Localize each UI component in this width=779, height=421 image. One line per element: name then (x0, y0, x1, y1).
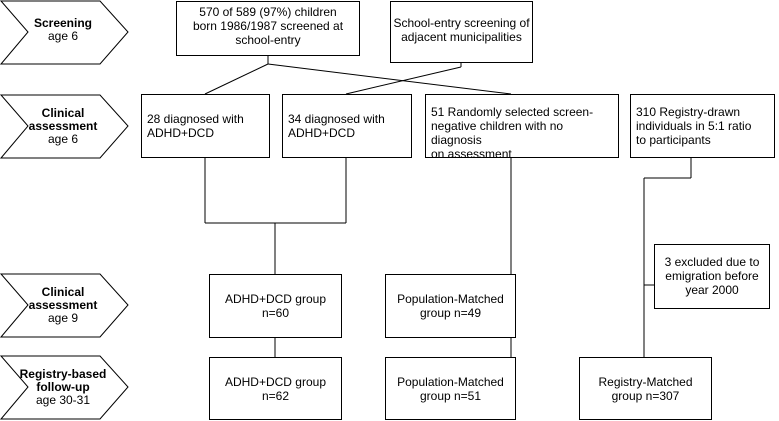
box-text: 3 excluded due to (664, 255, 760, 269)
box-registry-310: 310 Registry-drawn individuals in 5:1 ra… (630, 94, 775, 158)
stage-age: age 30-31 (35, 393, 91, 407)
box-adjacent-screening: School-entry screening of adjacent munic… (390, 1, 533, 63)
box-text: negative children with no diagnosis (431, 119, 564, 147)
stage-title: Screening (33, 16, 93, 30)
stage-title: Clinical (41, 106, 85, 120)
stage-arrow-clinical-6 (0, 94, 129, 159)
stage-age: age 6 (47, 29, 79, 43)
box-text: 28 diagnosed with (147, 112, 244, 126)
stage-label-screening: Screening age 6 (16, 17, 110, 43)
box-text: Population-Matched (397, 375, 504, 389)
box-text: school-entry (235, 33, 301, 47)
box-registry-matched-followup: Registry-Matched group n=307 (579, 357, 712, 420)
box-text: year 2000 (685, 283, 739, 297)
stage-arrow-clinical-9 (0, 273, 129, 338)
box-text: on assessment (431, 147, 512, 161)
box-text: born 1986/1987 screened at (192, 19, 344, 33)
stage-title: Clinical (41, 285, 85, 299)
stage-label-followup: Registry-based follow-up age 30-31 (16, 368, 110, 407)
box-text: 34 diagnosed with (288, 112, 385, 126)
box-text: ADHD+DCD (147, 126, 215, 140)
box-text: n=60 (261, 306, 290, 320)
box-text: ADHD+DCD group (224, 292, 327, 306)
stage-title: Registry-based (19, 367, 107, 381)
stage-title: follow-up (36, 380, 90, 394)
box-adhd-dcd-age9: ADHD+DCD group n=60 (209, 274, 342, 338)
box-text: to participants (636, 133, 711, 147)
box-text: individuals in 5:1 ratio (636, 119, 752, 133)
box-text: group n=307 (611, 389, 680, 403)
box-population-matched-followup: Population-Matched group n=51 (385, 357, 516, 420)
box-excluded: 3 excluded due to emigration before year… (654, 244, 770, 309)
box-text: 51 Randomly selected screen- (431, 105, 594, 119)
box-screened: 570 of 589 (97%) children born 1986/1987… (176, 1, 360, 56)
box-text: 310 Registry-drawn (636, 105, 741, 119)
stage-age: age 6 (47, 132, 79, 146)
box-text: Registry-Matched (598, 375, 693, 389)
box-text: School-entry screening of (393, 16, 530, 30)
box-adhd-dcd-followup: ADHD+DCD group n=62 (209, 357, 342, 420)
box-text: adjacent municipalities (401, 30, 522, 44)
box-text: ADHD+DCD (288, 126, 356, 140)
box-text: n=62 (261, 389, 290, 403)
connector (267, 63, 512, 95)
box-population-matched-age9: Population-Matched group n=49 (385, 274, 516, 338)
stage-label-clinical-9: Clinical assessment age 9 (16, 286, 110, 325)
stage-label-clinical-6: Clinical assessment age 6 (16, 107, 110, 146)
stage-arrow-screening (0, 0, 129, 65)
box-text: group n=51 (419, 389, 482, 403)
stage-age: age 9 (47, 311, 79, 325)
stage-title: assessment (28, 298, 98, 312)
box-text: 570 of 589 (97%) children (199, 5, 337, 19)
box-text: emigration before (665, 269, 759, 283)
box-text: group n=49 (419, 306, 482, 320)
box-random-51: 51 Randomly selected screen- negative ch… (425, 94, 619, 161)
connector (345, 66, 462, 95)
box-diagnosed-28: 28 diagnosed with ADHD+DCD (141, 94, 270, 158)
stage-title: assessment (28, 119, 98, 133)
box-text: ADHD+DCD group (224, 375, 327, 389)
box-text: Population-Matched (397, 292, 504, 306)
stage-arrow-followup (0, 355, 129, 420)
box-diagnosed-34: 34 diagnosed with ADHD+DCD (282, 94, 412, 158)
connector (204, 63, 269, 95)
